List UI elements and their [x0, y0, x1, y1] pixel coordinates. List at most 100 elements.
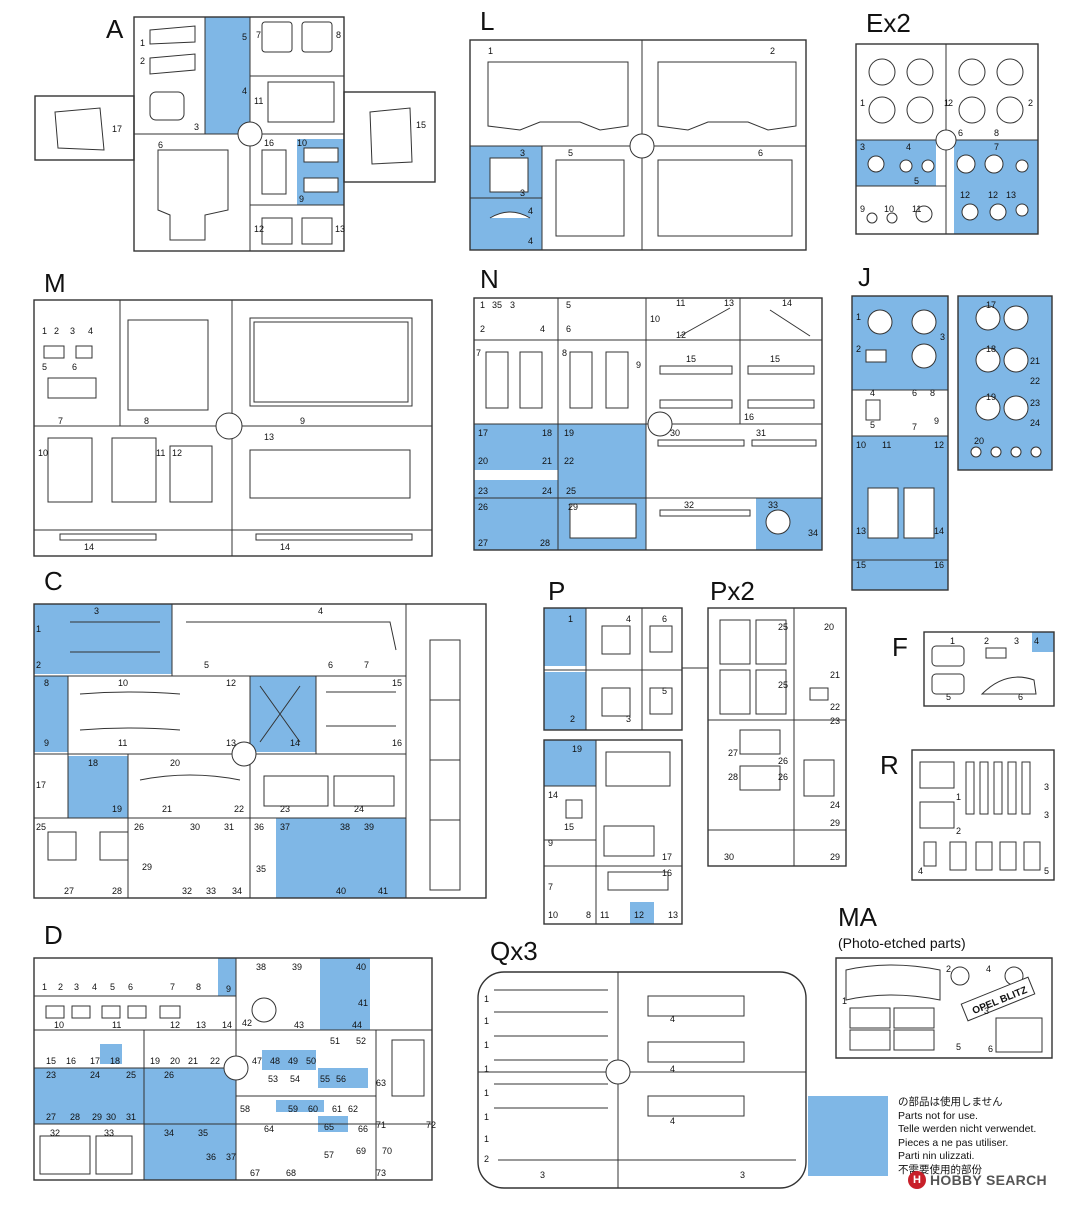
part-label: 5	[204, 660, 209, 670]
part-label: 28	[540, 538, 550, 548]
part-label: 37	[226, 1152, 236, 1162]
sprue-qx3-title: Qx3	[490, 936, 538, 966]
part-label: 8	[44, 678, 49, 688]
part-label: 1	[956, 792, 961, 802]
part-label: 17	[478, 428, 488, 438]
part-label: 1	[944, 98, 949, 108]
sprue-px2-title: Px2	[710, 576, 755, 606]
part-label: 23	[46, 1070, 56, 1080]
part-label: 7	[912, 422, 917, 432]
part-label: 5	[662, 686, 667, 696]
part-label: 6	[158, 140, 163, 150]
part-label: 41	[358, 998, 368, 1008]
part-label: 12	[988, 190, 998, 200]
part-label: 35	[256, 864, 266, 874]
part-label: 8	[586, 910, 591, 920]
part-label: 12	[172, 448, 182, 458]
part-label: 21	[542, 456, 552, 466]
part-label: 14	[782, 298, 792, 308]
part-label: 37	[280, 822, 290, 832]
part-label: 12	[170, 1020, 180, 1030]
part-label: 32	[50, 1128, 60, 1138]
part-label: 4	[986, 964, 991, 974]
part-label: 16	[66, 1056, 76, 1066]
part-label: 22	[210, 1056, 220, 1066]
part-label: 28	[728, 772, 738, 782]
part-label: 13	[196, 1020, 206, 1030]
part-label: 3	[740, 1170, 745, 1180]
part-label: 30	[724, 852, 734, 862]
part-label: 2	[58, 982, 63, 992]
part-label: 3	[1014, 636, 1019, 646]
part-label: 36	[254, 822, 264, 832]
part-label: 31	[756, 428, 766, 438]
part-label: 18	[986, 344, 996, 354]
part-label: 69	[356, 1146, 366, 1156]
part-label: 32	[684, 500, 694, 510]
part-label: 2	[570, 714, 575, 724]
sprue-l: L 1 2 3 3 4 4 5 6	[469, 6, 807, 251]
part-label: 12	[634, 910, 644, 920]
part-label: 4	[670, 1116, 675, 1126]
part-label: 10	[548, 910, 558, 920]
part-label: 11	[112, 1020, 121, 1030]
sprue-c-title: C	[44, 566, 63, 596]
part-label: 15	[46, 1056, 56, 1066]
part-label: 16	[392, 738, 402, 748]
part-label: 24	[542, 486, 552, 496]
part-label: 26	[164, 1070, 174, 1080]
part-label: 5	[1044, 866, 1049, 876]
part-label: 8	[144, 416, 149, 426]
part-label: 30	[106, 1112, 116, 1122]
unused-area	[34, 604, 172, 674]
part-label: 6	[128, 982, 133, 992]
part-label: 44	[352, 1020, 362, 1030]
sprue-m: M 1 2 3 4 5 6 7 8 9 10 11 12 13 14 14	[33, 268, 433, 557]
part-label: 66	[358, 1124, 368, 1134]
part-label: 10	[118, 678, 128, 688]
part-label: 10	[650, 314, 660, 324]
part-label: 10	[54, 1020, 64, 1030]
part-label: 73	[376, 1168, 386, 1178]
part-label: 8	[336, 30, 341, 40]
part-label: 15	[416, 120, 426, 130]
part-label: 19	[112, 804, 122, 814]
part-label: 27	[478, 538, 488, 548]
part-label: 5	[914, 176, 919, 186]
unused-area	[558, 424, 646, 498]
part-label: 20	[170, 758, 180, 768]
part-label: 7	[58, 416, 63, 426]
legend-line: の部品は使用しません	[898, 1096, 1003, 1108]
part-label: 5	[566, 300, 571, 310]
part-label: 64	[264, 1124, 274, 1134]
part-label: 29	[142, 862, 152, 872]
part-label: 2	[856, 344, 861, 354]
part-label: 29	[568, 502, 578, 512]
part-label: 5	[870, 420, 875, 430]
sprue-n-title: N	[480, 264, 499, 294]
part-label: 24	[1030, 418, 1040, 428]
part-label: 13	[226, 738, 236, 748]
part-label: 20	[170, 1056, 180, 1066]
part-label: 47	[252, 1056, 262, 1066]
unused-area	[958, 296, 1052, 470]
part-label: 17	[662, 852, 672, 862]
sprue-ma-title: MA	[838, 902, 878, 932]
part-label: 10	[884, 204, 894, 214]
part-label: 38	[340, 822, 350, 832]
part-label: 26	[778, 756, 788, 766]
part-label: 26	[778, 772, 788, 782]
part-label: 3	[1044, 810, 1049, 820]
part-label: 35	[198, 1128, 208, 1138]
part-label: 5	[42, 362, 47, 372]
part-label: 29	[92, 1112, 102, 1122]
part-label: 55	[320, 1074, 330, 1084]
part-label: 8	[930, 388, 935, 398]
part-label: 9	[226, 984, 231, 994]
part-label: 26	[478, 502, 488, 512]
part-label: 30	[190, 822, 200, 832]
part-label: 1	[484, 994, 489, 1004]
unused-area	[474, 424, 558, 470]
part-label: 2	[956, 826, 961, 836]
unused-area	[34, 1068, 144, 1124]
